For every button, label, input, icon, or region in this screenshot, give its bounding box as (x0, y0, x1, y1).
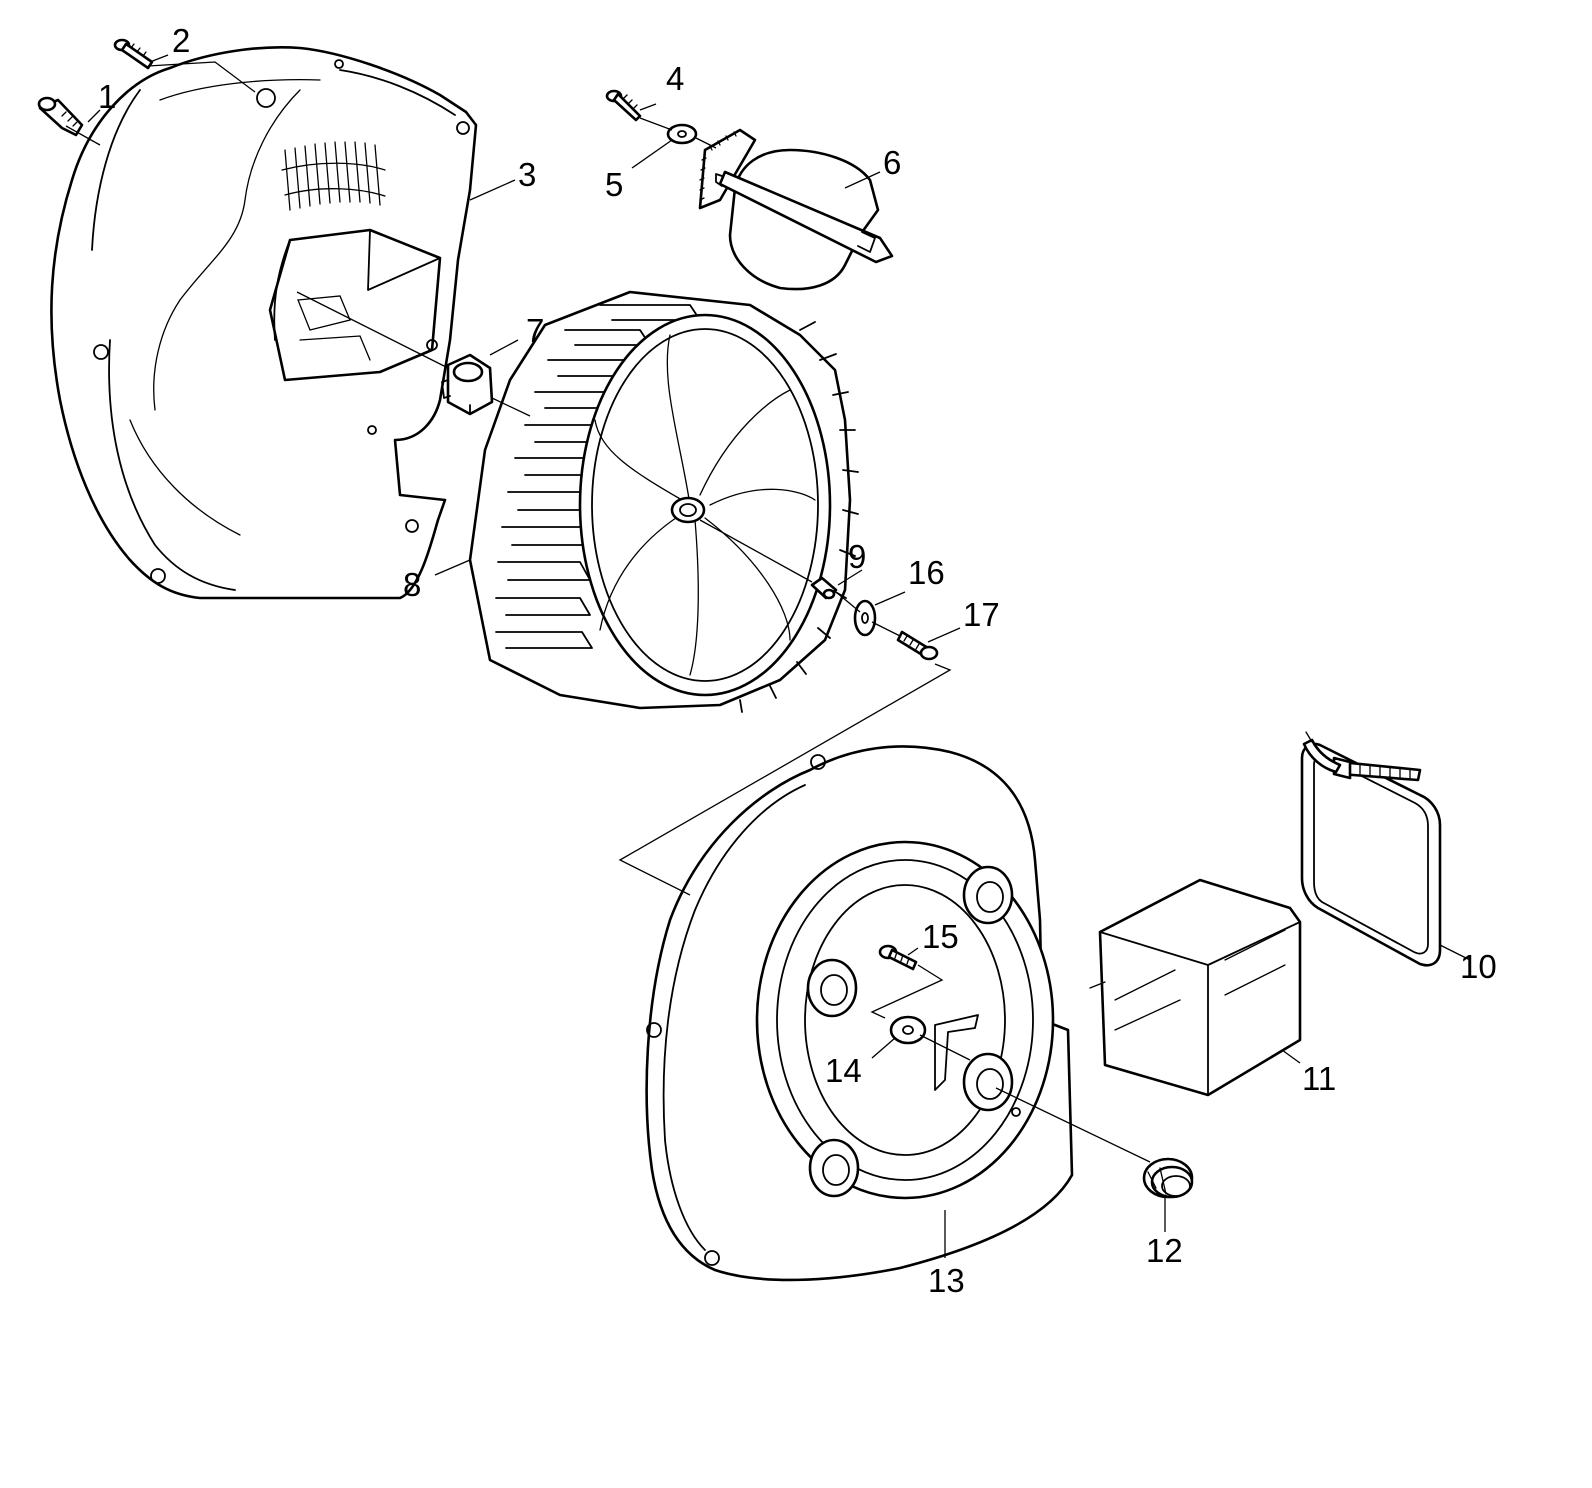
pin (810, 576, 838, 600)
leader-lines (65, 54, 1471, 1258)
washer (889, 1015, 927, 1045)
callout-4: 4 (666, 60, 684, 97)
frame-with-cable-tie (1300, 731, 1442, 967)
callout-6: 6 (883, 144, 901, 181)
housing-louvers (281, 141, 386, 211)
flap-with-shaft (698, 128, 894, 291)
callout-5: 5 (605, 166, 623, 203)
fan-spokes (594, 334, 816, 676)
cover-boss (962, 865, 1014, 925)
callout-labels: 1 2 3 4 5 6 7 8 9 16 17 15 10 14 11 12 1… (98, 22, 1497, 1299)
cover-boss (806, 958, 858, 1018)
callout-11: 11 (1302, 1060, 1336, 1097)
callout-3: 3 (518, 156, 536, 193)
callout-10: 10 (1460, 948, 1497, 985)
screw (878, 944, 918, 971)
callout-8: 8 (403, 566, 421, 603)
callout-2: 2 (172, 22, 190, 59)
fan-wheel (468, 290, 859, 713)
hub-coupling (441, 353, 494, 416)
callout-13: 13 (928, 1262, 965, 1299)
cover-boss (808, 1138, 860, 1198)
callout-7: 7 (526, 312, 544, 349)
screw (605, 89, 642, 122)
fan-housing-cover (645, 745, 1074, 1282)
fan-housing-rear (50, 46, 478, 600)
callout-9: 9 (848, 538, 866, 575)
callout-14: 14 (825, 1052, 862, 1089)
callout-16: 16 (908, 554, 945, 591)
grommet (1142, 1157, 1194, 1199)
callout-12: 12 (1146, 1232, 1183, 1269)
filter-box (1089, 878, 1302, 1097)
screw (113, 38, 154, 70)
screw (896, 630, 939, 661)
callout-1: 1 (98, 78, 116, 115)
callout-17: 17 (963, 596, 1000, 633)
bolt (37, 96, 84, 137)
callout-15: 15 (922, 918, 959, 955)
cover-boss (962, 1052, 1014, 1112)
washer (666, 123, 698, 145)
washer (853, 599, 877, 637)
